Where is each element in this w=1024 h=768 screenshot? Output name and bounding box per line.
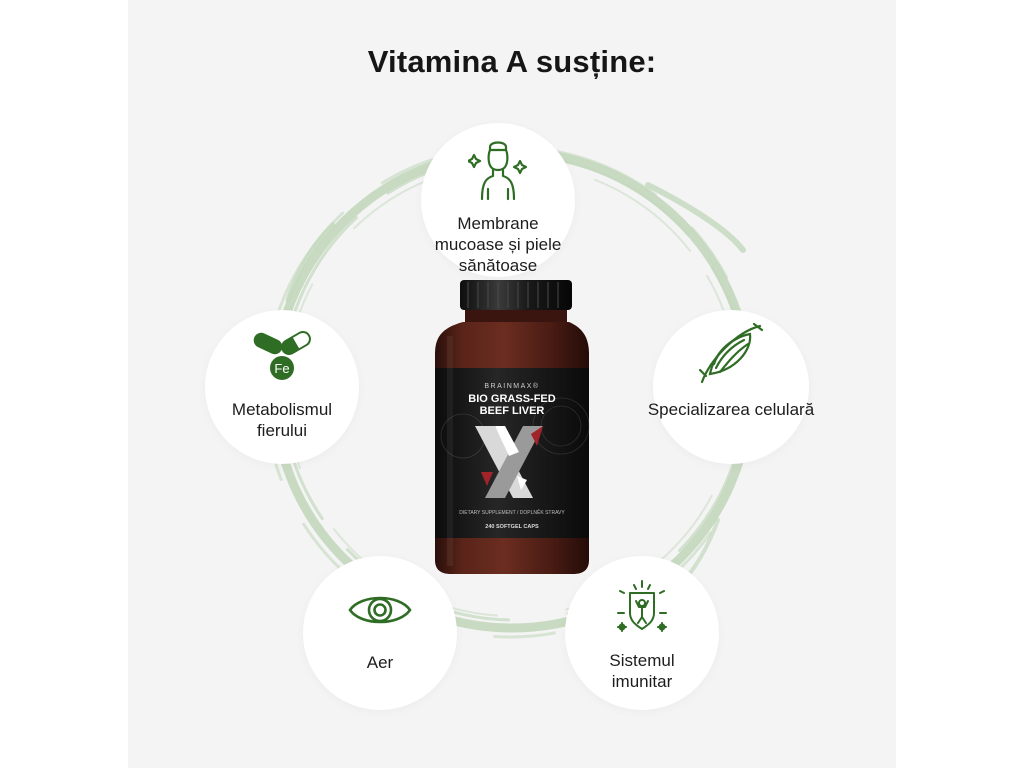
benefit-cell-specialization: Specializarea celulară	[648, 310, 814, 464]
infographic-panel: Vitamina A susține:	[128, 0, 896, 768]
product-name-line2: BEEF LIVER	[480, 405, 545, 417]
product-brand: BRAINMAX®	[484, 382, 539, 390]
product-jar: BRAINMAX® BIO GRASS-FED BEEF LIVER DIETA…	[435, 280, 590, 574]
benefit-label: Aer	[366, 653, 394, 672]
benefit-label: Membrane mucoase și piele sănătoase	[434, 214, 562, 275]
page-title: Vitamina A susține:	[367, 44, 657, 79]
benefit-label: Specializarea celulară	[647, 400, 815, 419]
benefit-label: Sistemul imunitar	[609, 651, 675, 691]
product-name-line1: BIO GRASS-FED	[468, 393, 555, 405]
woman-skin-icon	[468, 141, 528, 201]
benefit-air: Aer	[303, 556, 457, 710]
product-subtitle: DIETARY SUPPLEMENT / DOPLNĚK STRAVY	[459, 508, 565, 516]
brand-x-emblem	[475, 426, 543, 498]
benefit-skin-membranes: Membrane mucoase și piele sănătoase	[421, 123, 575, 277]
iron-capsule-icon: Fe	[253, 331, 311, 380]
fe-badge: Fe	[274, 361, 289, 376]
benefit-iron-metabolism: Fe Metabolismul fierului	[205, 310, 359, 464]
muscle-fiber-icon	[698, 322, 764, 384]
benefit-label: Metabolismul fierului	[231, 400, 333, 440]
product-count: 240 SOFTGEL CAPS	[485, 524, 539, 530]
eye-icon	[348, 596, 412, 624]
benefit-immune-system: Sistemul imunitar	[565, 556, 719, 710]
immune-shield-icon	[617, 580, 667, 632]
